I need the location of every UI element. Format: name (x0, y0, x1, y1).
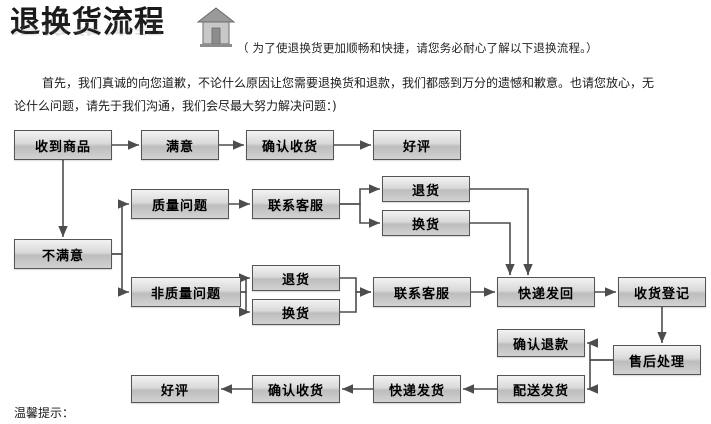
flow-node-exchange2: 换货 (252, 299, 340, 325)
intro-paragraph: 首先，我们真诚的向您道歉，不论什么原因让您需要退换货和退款，我们都感到万分的遗憾… (14, 72, 698, 118)
flow-node-confirm1: 确认收货 (246, 130, 334, 160)
page-title-wrap: 退换货流程 退换货流程 (10, 6, 165, 40)
flow-node-goodreview1: 好评 (373, 130, 461, 160)
flow-node-return2: 退货 (252, 265, 340, 291)
flow-node-express: 快递发货 (373, 375, 461, 403)
flow-node-goodreview2: 好评 (131, 375, 219, 403)
flow-node-service1: 联系客服 (252, 189, 340, 219)
flow-node-return1: 退货 (382, 176, 470, 202)
intro-line-1: 首先，我们真诚的向您道歉，不论什么原因让您需要退换货和退款，我们都感到万分的遗憾… (42, 76, 655, 90)
flow-node-service2: 联系客服 (373, 277, 471, 307)
flow-node-confirm2: 确认收货 (252, 375, 340, 403)
flow-node-quality: 质量问题 (131, 189, 229, 219)
footer-note: 温馨提示： (14, 406, 75, 420)
flow-node-nonquality: 非质量问题 (131, 277, 241, 307)
flow-node-shipback: 快递发回 (497, 277, 595, 307)
intro-line-2: 论什么问题，请先于我们沟通，我们会尽最大努力解决问题：) (14, 99, 337, 113)
flow-node-refund: 确认退款 (497, 329, 585, 357)
house-icon (196, 6, 236, 52)
flow-node-deliver: 配送发货 (497, 375, 585, 403)
flow-node-unsatisfied: 不满意 (14, 239, 112, 269)
page-title: 退换货流程 (10, 5, 165, 40)
flow-node-received: 收到商品 (14, 130, 112, 160)
flow-node-satisfied: 满意 (141, 130, 219, 160)
flow-node-exchange1: 换货 (382, 210, 470, 236)
flow-node-aftersale: 售后处理 (613, 345, 701, 375)
flow-node-registry: 收货登记 (618, 277, 706, 307)
page-subtitle: （ 为了使退换货更加顺畅和快捷，请您务必耐心了解以下退换流程。） (237, 41, 598, 55)
